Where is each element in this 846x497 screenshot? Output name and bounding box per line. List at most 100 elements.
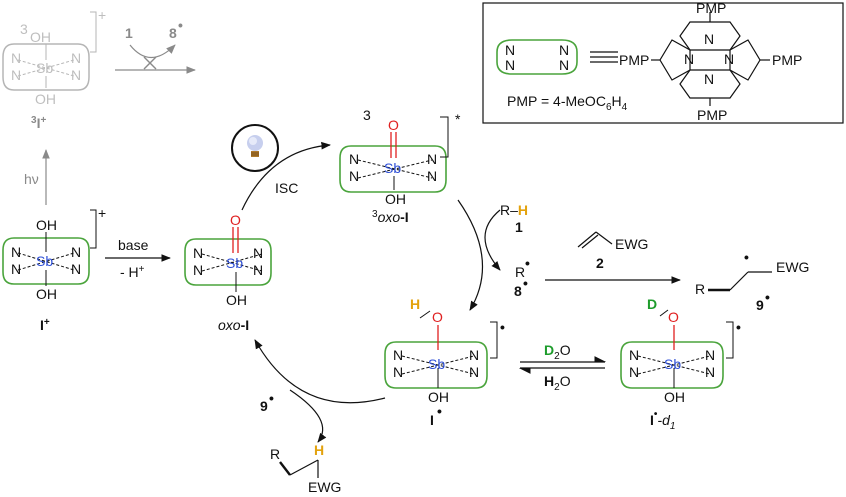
hat-arrow: [457, 199, 484, 311]
n-atom: N: [193, 262, 203, 278]
sb-atom: Sb: [428, 356, 445, 372]
n-atom: N: [393, 347, 403, 363]
sb-atom: Sb: [384, 160, 401, 176]
oh-bottom: OH: [226, 292, 247, 308]
charge: +: [98, 205, 106, 221]
oh-bottom: OH: [35, 91, 56, 107]
porphyrin-n-bottom: N: [704, 71, 714, 87]
legend-box: N N N N N N N N PMP PMP PMP PMP PM: [482, 0, 844, 124]
pmp-top: PMP: [696, 0, 726, 16]
hydrogen: H: [410, 296, 420, 312]
pmp-bottom: PMP: [697, 107, 727, 123]
starting-complex-I-plus: N N N N Sb OH OH +: [2, 205, 106, 302]
pmp-definition: PMP = 4-MeOC6H4: [507, 93, 628, 113]
n-atom: N: [11, 244, 21, 260]
n-atom: N: [705, 347, 715, 363]
radical-dot: •: [525, 255, 530, 271]
oxo-oxygen: O: [230, 212, 241, 228]
oxo-complex: N N N N Sb O OH: [184, 212, 272, 308]
hydrogen-transfer-arrow: [289, 389, 327, 443]
label-I-plus: I+: [40, 317, 50, 333]
adduct-radical-9: R • EWG 9 •: [695, 249, 809, 313]
oh-bottom: OH: [36, 286, 57, 302]
oh-top: OH: [30, 29, 51, 45]
oh-top: OH: [36, 217, 57, 233]
legend-n: N: [559, 57, 569, 73]
porphyrin-n-right: N: [724, 51, 734, 67]
n-atom: N: [11, 261, 21, 277]
hydroxyl-radical-complex: N N N N Sb O H OH •: [384, 296, 505, 405]
n-atom: N: [253, 245, 263, 261]
rh-to-radical-arrow: [484, 209, 501, 271]
sb-atom: Sb: [36, 60, 53, 76]
radical-dot: •: [269, 390, 274, 406]
oh-bottom: OH: [428, 389, 449, 405]
label-oxo-I: oxo-I: [218, 317, 249, 333]
porphyrin-skeleton: [651, 12, 770, 106]
label-I-radical: I: [430, 412, 434, 428]
r-radical: R: [515, 264, 525, 280]
n-atom: N: [705, 364, 715, 380]
ewg-label: EWG: [615, 236, 648, 252]
n-atom: N: [71, 50, 81, 66]
radical-dot: •: [736, 319, 741, 335]
legend-n: N: [505, 42, 515, 58]
final-product: R H EWG: [270, 442, 341, 495]
radical-dot: •: [523, 275, 528, 291]
n-atom: N: [427, 151, 437, 167]
porphyrin-n-left: N: [684, 51, 694, 67]
d2o-label: D2O: [544, 342, 571, 362]
n-atom: N: [253, 262, 263, 278]
isotope-exchange-arrows: D2O H2O: [518, 342, 607, 393]
reagent-9: 9: [260, 398, 268, 414]
n-atom: N: [469, 347, 479, 363]
legend-n: N: [505, 57, 515, 73]
pmp-right: PMP: [772, 52, 802, 68]
radical-dot: •: [437, 403, 442, 419]
oxygen: O: [668, 309, 679, 325]
spin-superscript: 3: [363, 107, 371, 123]
ewg-label: EWG: [776, 259, 809, 275]
equivalence-sign: [590, 51, 618, 63]
base-label: base: [118, 237, 149, 253]
spin-superscript: 3: [20, 21, 28, 37]
rh-molecule: R–H: [500, 202, 528, 218]
porphyrin-n-top: N: [704, 31, 714, 47]
minus-h-label: - H+: [120, 264, 145, 280]
hv-label: hν: [24, 171, 39, 187]
radical-dot: •: [765, 289, 770, 305]
porphyrin-shorthand-icon: N N N N: [496, 39, 578, 75]
pmp-left: PMP: [619, 52, 649, 68]
label-I-radical-d1: I•-d1: [650, 409, 675, 432]
oh-bottom: OH: [385, 191, 406, 207]
legend-n: N: [559, 42, 569, 58]
alkene-2: EWG 2: [577, 231, 648, 271]
ewg-label: EWG: [308, 479, 341, 495]
sb-atom: Sb: [664, 356, 681, 372]
oh-bottom: OH: [664, 389, 685, 405]
oxygen: O: [432, 309, 443, 325]
n-atom: N: [71, 244, 81, 260]
reagent-1: 1: [515, 219, 523, 235]
r-label: R: [270, 446, 280, 462]
n-atom: N: [11, 50, 21, 66]
deuterium: D: [647, 296, 657, 312]
n-atom: N: [427, 168, 437, 184]
label-3I-plus: 3I+: [31, 115, 46, 131]
reagent-1: 1: [125, 25, 133, 41]
reagent-2: 2: [596, 255, 604, 271]
oxo-oxygen: O: [388, 117, 399, 133]
radical-dot: •: [500, 319, 505, 335]
n-atom: N: [469, 364, 479, 380]
isc-arrow: [241, 141, 331, 211]
product-9: 9: [756, 297, 764, 313]
n-atom: N: [11, 67, 21, 83]
radical-dot: •: [178, 17, 183, 33]
radical-dot: •: [744, 249, 749, 265]
triplet-excited-complex: N N N N Sb 3 OH OH +: [2, 7, 106, 107]
sb-atom: Sb: [226, 255, 243, 271]
product-8: 8: [514, 283, 522, 299]
n-atom: N: [629, 347, 639, 363]
triplet-oxo-complex: N N N N Sb O 3 OH *: [339, 107, 461, 207]
